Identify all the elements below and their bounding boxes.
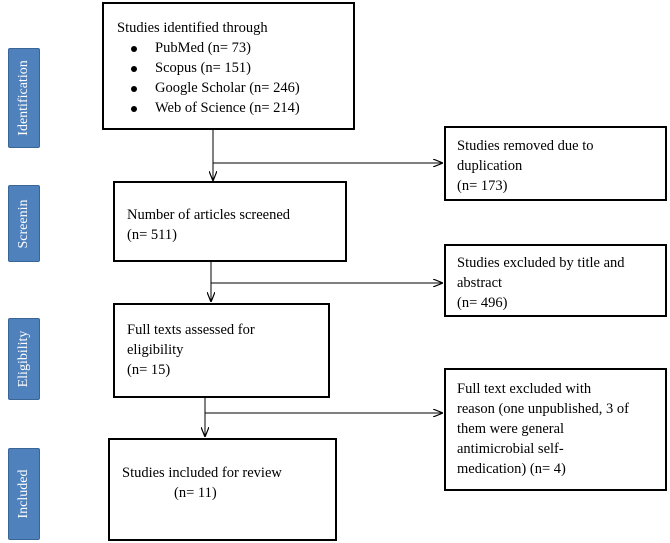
screened-box: Number of articles screened (n= 511) [113,181,347,262]
fulltext-assessed-count: (n= 15) [127,362,171,378]
fulltext-excluded-line2: reason (one unpublished, 3 of [457,401,629,417]
fulltext-excluded-line4: antimicrobial self- [457,441,564,457]
stage-eligibility-label: Eligibility [8,318,40,400]
stage-identification-label: Identification [8,48,40,148]
duplicates-line2: duplication [457,158,523,174]
title-abstract-line1: Studies excluded by title and [457,255,625,271]
identified-title: Studies identified through [117,20,268,36]
fulltext-excluded-line5: medication) (n= 4) [457,461,566,477]
duplicates-removed-box: Studies removed due to duplication (n= 1… [444,126,667,201]
screened-line1: Number of articles screened [127,207,291,223]
title-abstract-excluded-box: Studies excluded by title and abstract (… [444,244,667,317]
fulltext-assessed-line1: Full texts assessed for [127,322,255,338]
database-scopus: Scopus (n= 151) [117,58,353,78]
stage-screening-label: Screenin [8,185,40,262]
fulltext-assessed-line2: eligibility [127,342,184,358]
fulltext-assessed-box: Full texts assessed for eligibility (n= … [113,303,330,398]
title-abstract-line2: abstract [457,275,503,291]
identified-box: Studies identified through PubMed (n= 73… [102,2,355,130]
fulltext-excluded-box: Full text excluded with reason (one unpu… [444,368,667,491]
stage-included-label: Included [8,448,40,540]
database-list: PubMed (n= 73) Scopus (n= 151) Google Sc… [117,38,353,118]
included-count: (n= 11) [174,485,217,501]
included-line1: Studies included for review [122,465,282,481]
database-google-scholar: Google Scholar (n= 246) [117,78,353,98]
included-box: Studies included for review (n= 11) [108,438,337,541]
screened-count: (n= 511) [127,227,177,243]
duplicates-count: (n= 173) [457,178,508,194]
title-abstract-count: (n= 496) [457,295,508,311]
database-pubmed: PubMed (n= 73) [117,38,353,58]
database-web-of-science: Web of Science (n= 214) [117,98,353,118]
duplicates-line1: Studies removed due to [457,138,594,154]
fulltext-excluded-line1: Full text excluded with [457,381,592,397]
fulltext-excluded-line3: them were general [457,421,565,437]
